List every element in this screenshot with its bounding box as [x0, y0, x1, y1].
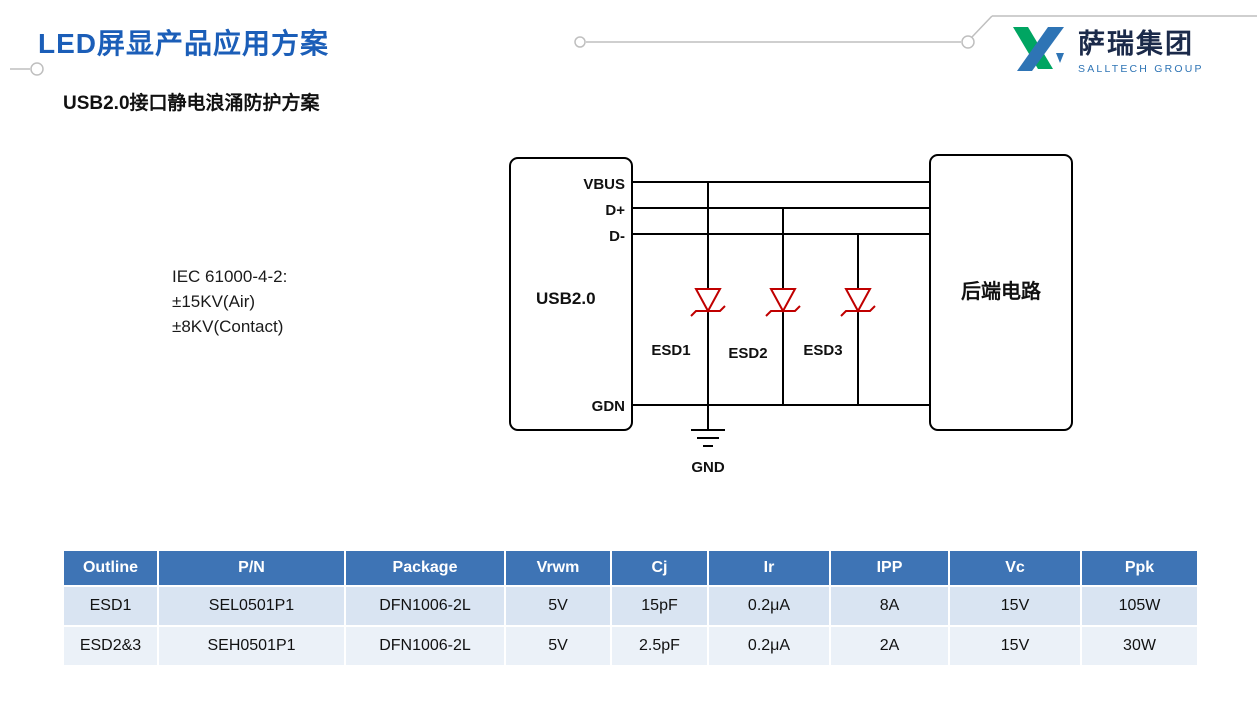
backend-box-label: 后端电路: [961, 279, 1042, 303]
col-header-cj: Cj: [610, 549, 709, 587]
esd1-diode-icon: [690, 288, 726, 317]
esd1-label: ESD1: [651, 342, 690, 359]
table-row: ESD1 SEL0501P1 DFN1006-2L 5V 15pF 0.2μA …: [62, 585, 1199, 627]
cell-cj: 15pF: [610, 585, 709, 627]
cell-cj: 2.5pF: [610, 625, 709, 667]
cell-ir: 0.2μA: [707, 585, 831, 627]
cell-outline: ESD2&3: [62, 625, 159, 667]
col-header-vc: Vc: [948, 549, 1082, 587]
col-header-vrwm: Vrwm: [504, 549, 612, 587]
usb-box: [509, 157, 633, 431]
parameter-table: Outline P/N Package Vrwm Cj Ir IPP Vc Pp…: [62, 549, 1199, 667]
cell-vc: 15V: [948, 625, 1082, 667]
diagram-labels: VBUS D+ D- GDN USB2.0 后端电路 ESD1 ESD2 ESD…: [536, 176, 1042, 476]
logo-name-cn: 萨瑞集团: [1078, 29, 1194, 59]
table-row: ESD2&3 SEH0501P1 DFN1006-2L 5V 2.5pF 0.2…: [62, 625, 1199, 667]
iec-spec-note: IEC 61000-4-2: ±15KV(Air) ±8KV(Contact): [172, 264, 287, 339]
esd2-diode-icon: [765, 288, 801, 317]
cell-ppk: 30W: [1080, 625, 1199, 667]
esd3-diode-icon: [840, 288, 876, 317]
company-logo: 萨瑞集团 SALLTECH GROUP: [1008, 22, 1204, 75]
logo-mark-shapes: [1013, 26, 1064, 71]
component-boxes: [509, 154, 1073, 431]
esd2-label: ESD2: [728, 345, 767, 362]
logo-name-en: SALLTECH GROUP: [1078, 63, 1204, 75]
logo-text: 萨瑞集团 SALLTECH GROUP: [1078, 22, 1204, 75]
gnd-label: GND: [691, 459, 725, 476]
cell-ipp: 2A: [829, 625, 950, 667]
cell-package: DFN1006-2L: [344, 625, 506, 667]
cell-vrwm: 5V: [504, 585, 612, 627]
cell-ppk: 105W: [1080, 585, 1199, 627]
cell-ir: 0.2μA: [707, 625, 831, 667]
iec-line-3: ±8KV(Contact): [172, 317, 284, 336]
cell-ipp: 8A: [829, 585, 950, 627]
logo-mark-icon: [1013, 26, 1064, 71]
cell-pn: SEH0501P1: [157, 625, 346, 667]
wires: [632, 181, 930, 447]
iec-line-2: ±15KV(Air): [172, 292, 256, 311]
page-title: LED屏显产品应用方案: [38, 28, 330, 59]
col-header-ipp: IPP: [829, 549, 950, 587]
pin-label-dminus: D-: [609, 228, 625, 245]
cell-vrwm: 5V: [504, 625, 612, 667]
col-header-ppk: Ppk: [1080, 549, 1199, 587]
iec-line-1: IEC 61000-4-2:: [172, 267, 288, 286]
col-header-pn: P/N: [157, 549, 346, 587]
table-header-row: Outline P/N Package Vrwm Cj Ir IPP Vc Pp…: [62, 549, 1199, 587]
decor-line-group: [10, 15, 1257, 76]
page-subtitle: USB2.0接口静电浪涌防护方案: [63, 93, 320, 114]
pin-label-vbus: VBUS: [583, 176, 625, 193]
cell-package: DFN1006-2L: [344, 585, 506, 627]
col-header-package: Package: [344, 549, 506, 587]
tvs-diode-symbols: [690, 288, 876, 317]
col-header-ir: Ir: [707, 549, 831, 587]
pin-label-gdn: GDN: [592, 398, 625, 415]
usb-box-label: USB2.0: [536, 289, 596, 308]
col-header-outline: Outline: [62, 549, 159, 587]
cell-pn: SEL0501P1: [157, 585, 346, 627]
esd3-label: ESD3: [803, 342, 842, 359]
backend-box: [929, 154, 1073, 431]
pin-label-dplus: D+: [605, 202, 625, 219]
cell-vc: 15V: [948, 585, 1082, 627]
cell-outline: ESD1: [62, 585, 159, 627]
